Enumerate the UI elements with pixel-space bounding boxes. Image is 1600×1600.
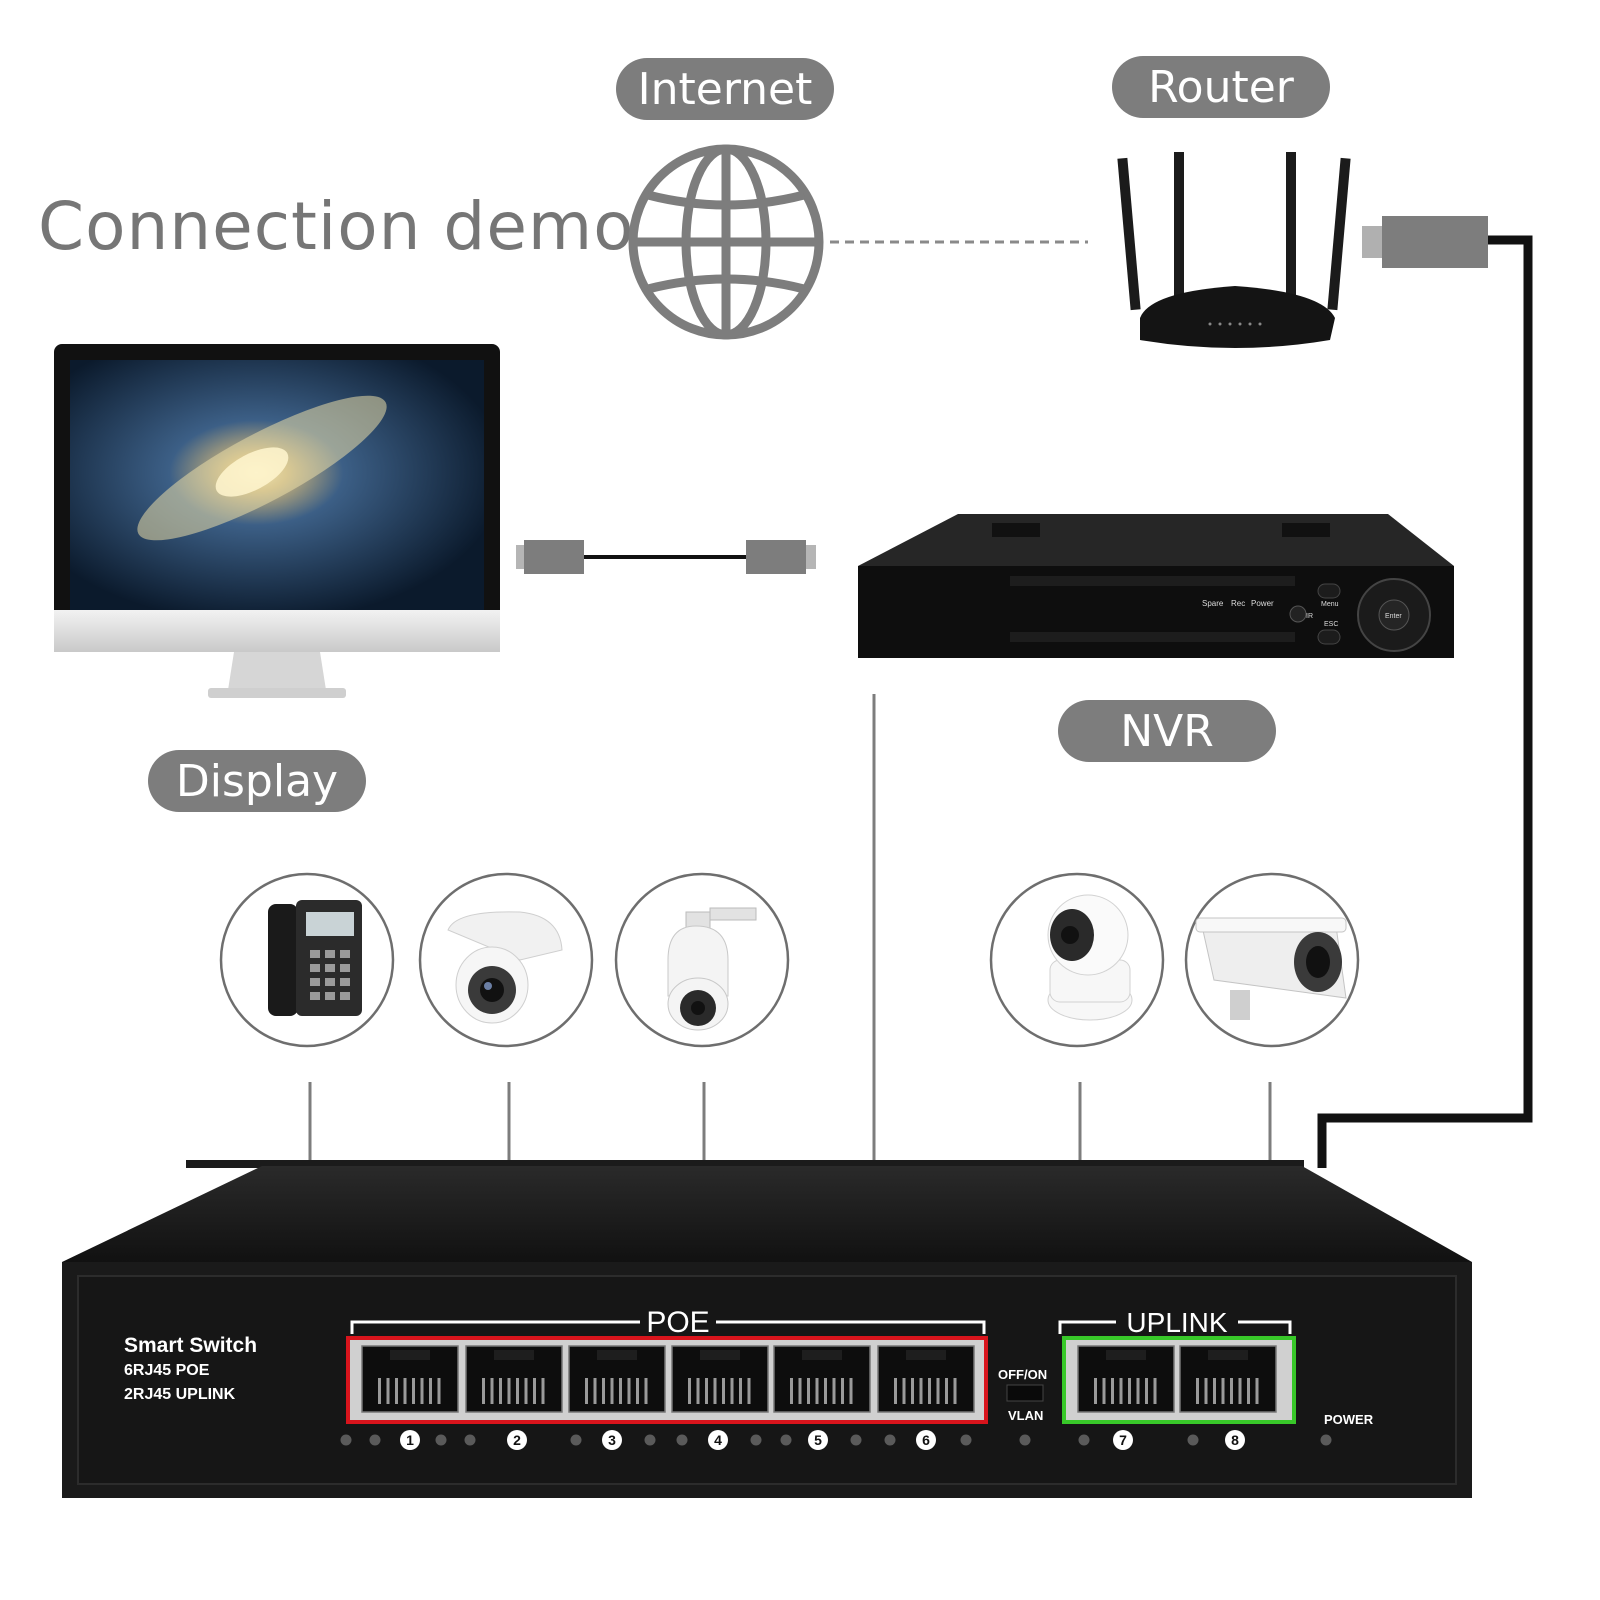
port-number-6: 6 — [922, 1432, 930, 1448]
port-number-badge: 4 — [708, 1430, 728, 1450]
status-led — [369, 1434, 381, 1446]
status-led — [340, 1434, 352, 1446]
port-number-1: 1 — [406, 1432, 414, 1448]
router-label: Router — [1112, 56, 1330, 118]
internet-label: Internet — [616, 58, 834, 120]
switch-spec-uplink: 2RJ45 UPLINK — [124, 1386, 236, 1403]
status-led — [570, 1434, 582, 1446]
uplink-group-label: UPLINK — [1126, 1307, 1227, 1338]
dome-camera-icon — [447, 911, 563, 1024]
nvr-ir-label: IR — [1306, 613, 1313, 620]
port-number-badge: 5 — [808, 1430, 828, 1450]
nvr-power-label: Power — [1251, 599, 1274, 608]
status-led — [435, 1434, 447, 1446]
monitor-icon — [54, 344, 500, 698]
vlan-bottom-label: VLAN — [1008, 1408, 1043, 1423]
router-icon — [1117, 152, 1351, 348]
status-led — [464, 1434, 476, 1446]
status-led — [1320, 1434, 1332, 1446]
vlan-top-label: OFF/ON — [998, 1367, 1047, 1382]
ip-phone-icon — [268, 900, 362, 1016]
rj45-port-4 — [671, 1345, 769, 1413]
status-led — [884, 1434, 896, 1446]
status-led — [780, 1434, 792, 1446]
poe-group-label: POE — [646, 1306, 709, 1339]
status-led — [1187, 1434, 1199, 1446]
nvr-rec-label: Rec — [1231, 599, 1245, 608]
rj45-port-5 — [773, 1345, 871, 1413]
nvr-menu-label: Menu — [1321, 601, 1339, 608]
port-number-4: 4 — [714, 1432, 722, 1448]
status-led — [1019, 1434, 1031, 1446]
port-number-badge: 6 — [916, 1430, 936, 1450]
switch-name: Smart Switch — [124, 1334, 257, 1357]
status-led — [676, 1434, 688, 1446]
display-label: Display — [148, 750, 366, 812]
power-label: POWER — [1324, 1412, 1374, 1427]
bullet-camera-icon — [1195, 917, 1347, 1020]
rj45-port-1 — [361, 1345, 459, 1413]
status-led — [1078, 1434, 1090, 1446]
status-led — [750, 1434, 762, 1446]
status-led — [960, 1434, 972, 1446]
port-number-2: 2 — [513, 1432, 521, 1448]
diagram-title: Connection demo — [38, 188, 635, 265]
port-number-3: 3 — [608, 1432, 616, 1448]
port-number-5: 5 — [814, 1432, 822, 1448]
nvr-esc-label: ESC — [1324, 621, 1338, 628]
poe-switch — [62, 1160, 1472, 1498]
globe-icon — [628, 144, 824, 340]
port-number-8: 8 — [1231, 1432, 1239, 1448]
display-cable — [516, 540, 816, 574]
status-led — [850, 1434, 862, 1446]
nvr-icon: Spare Rec Power IR Menu ESC Enter — [858, 514, 1454, 658]
nvr-label: NVR — [1058, 700, 1276, 762]
rj45-port-3 — [568, 1345, 666, 1413]
device-link-lines — [308, 1082, 1272, 1164]
nvr-enter-label: Enter — [1385, 613, 1402, 620]
ptz-camera-icon — [667, 907, 757, 1031]
rj45-port-6 — [877, 1345, 975, 1413]
port-number-badge: 2 — [507, 1430, 527, 1450]
port-number-badge: 8 — [1225, 1430, 1245, 1450]
port-number-badge: 3 — [602, 1430, 622, 1450]
port-number-badge: 1 — [400, 1430, 420, 1450]
indoor-camera-icon — [1047, 894, 1133, 1021]
switch-leds: 1 2 3 4 5 6 7 8 — [340, 1430, 1332, 1450]
nvr-spare-label: Spare — [1202, 599, 1224, 608]
port-number-7: 7 — [1119, 1432, 1127, 1448]
rj45-port-7 — [1077, 1345, 1175, 1413]
vlan-toggle — [1006, 1384, 1044, 1402]
rj45-port-2 — [465, 1345, 563, 1413]
switch-ports — [361, 1345, 1277, 1413]
switch-spec-poe: 6RJ45 POE — [124, 1362, 210, 1379]
status-led — [644, 1434, 656, 1446]
uplink-cable — [1317, 216, 1533, 1168]
rj45-port-8 — [1179, 1345, 1277, 1413]
port-number-badge: 7 — [1113, 1430, 1133, 1450]
